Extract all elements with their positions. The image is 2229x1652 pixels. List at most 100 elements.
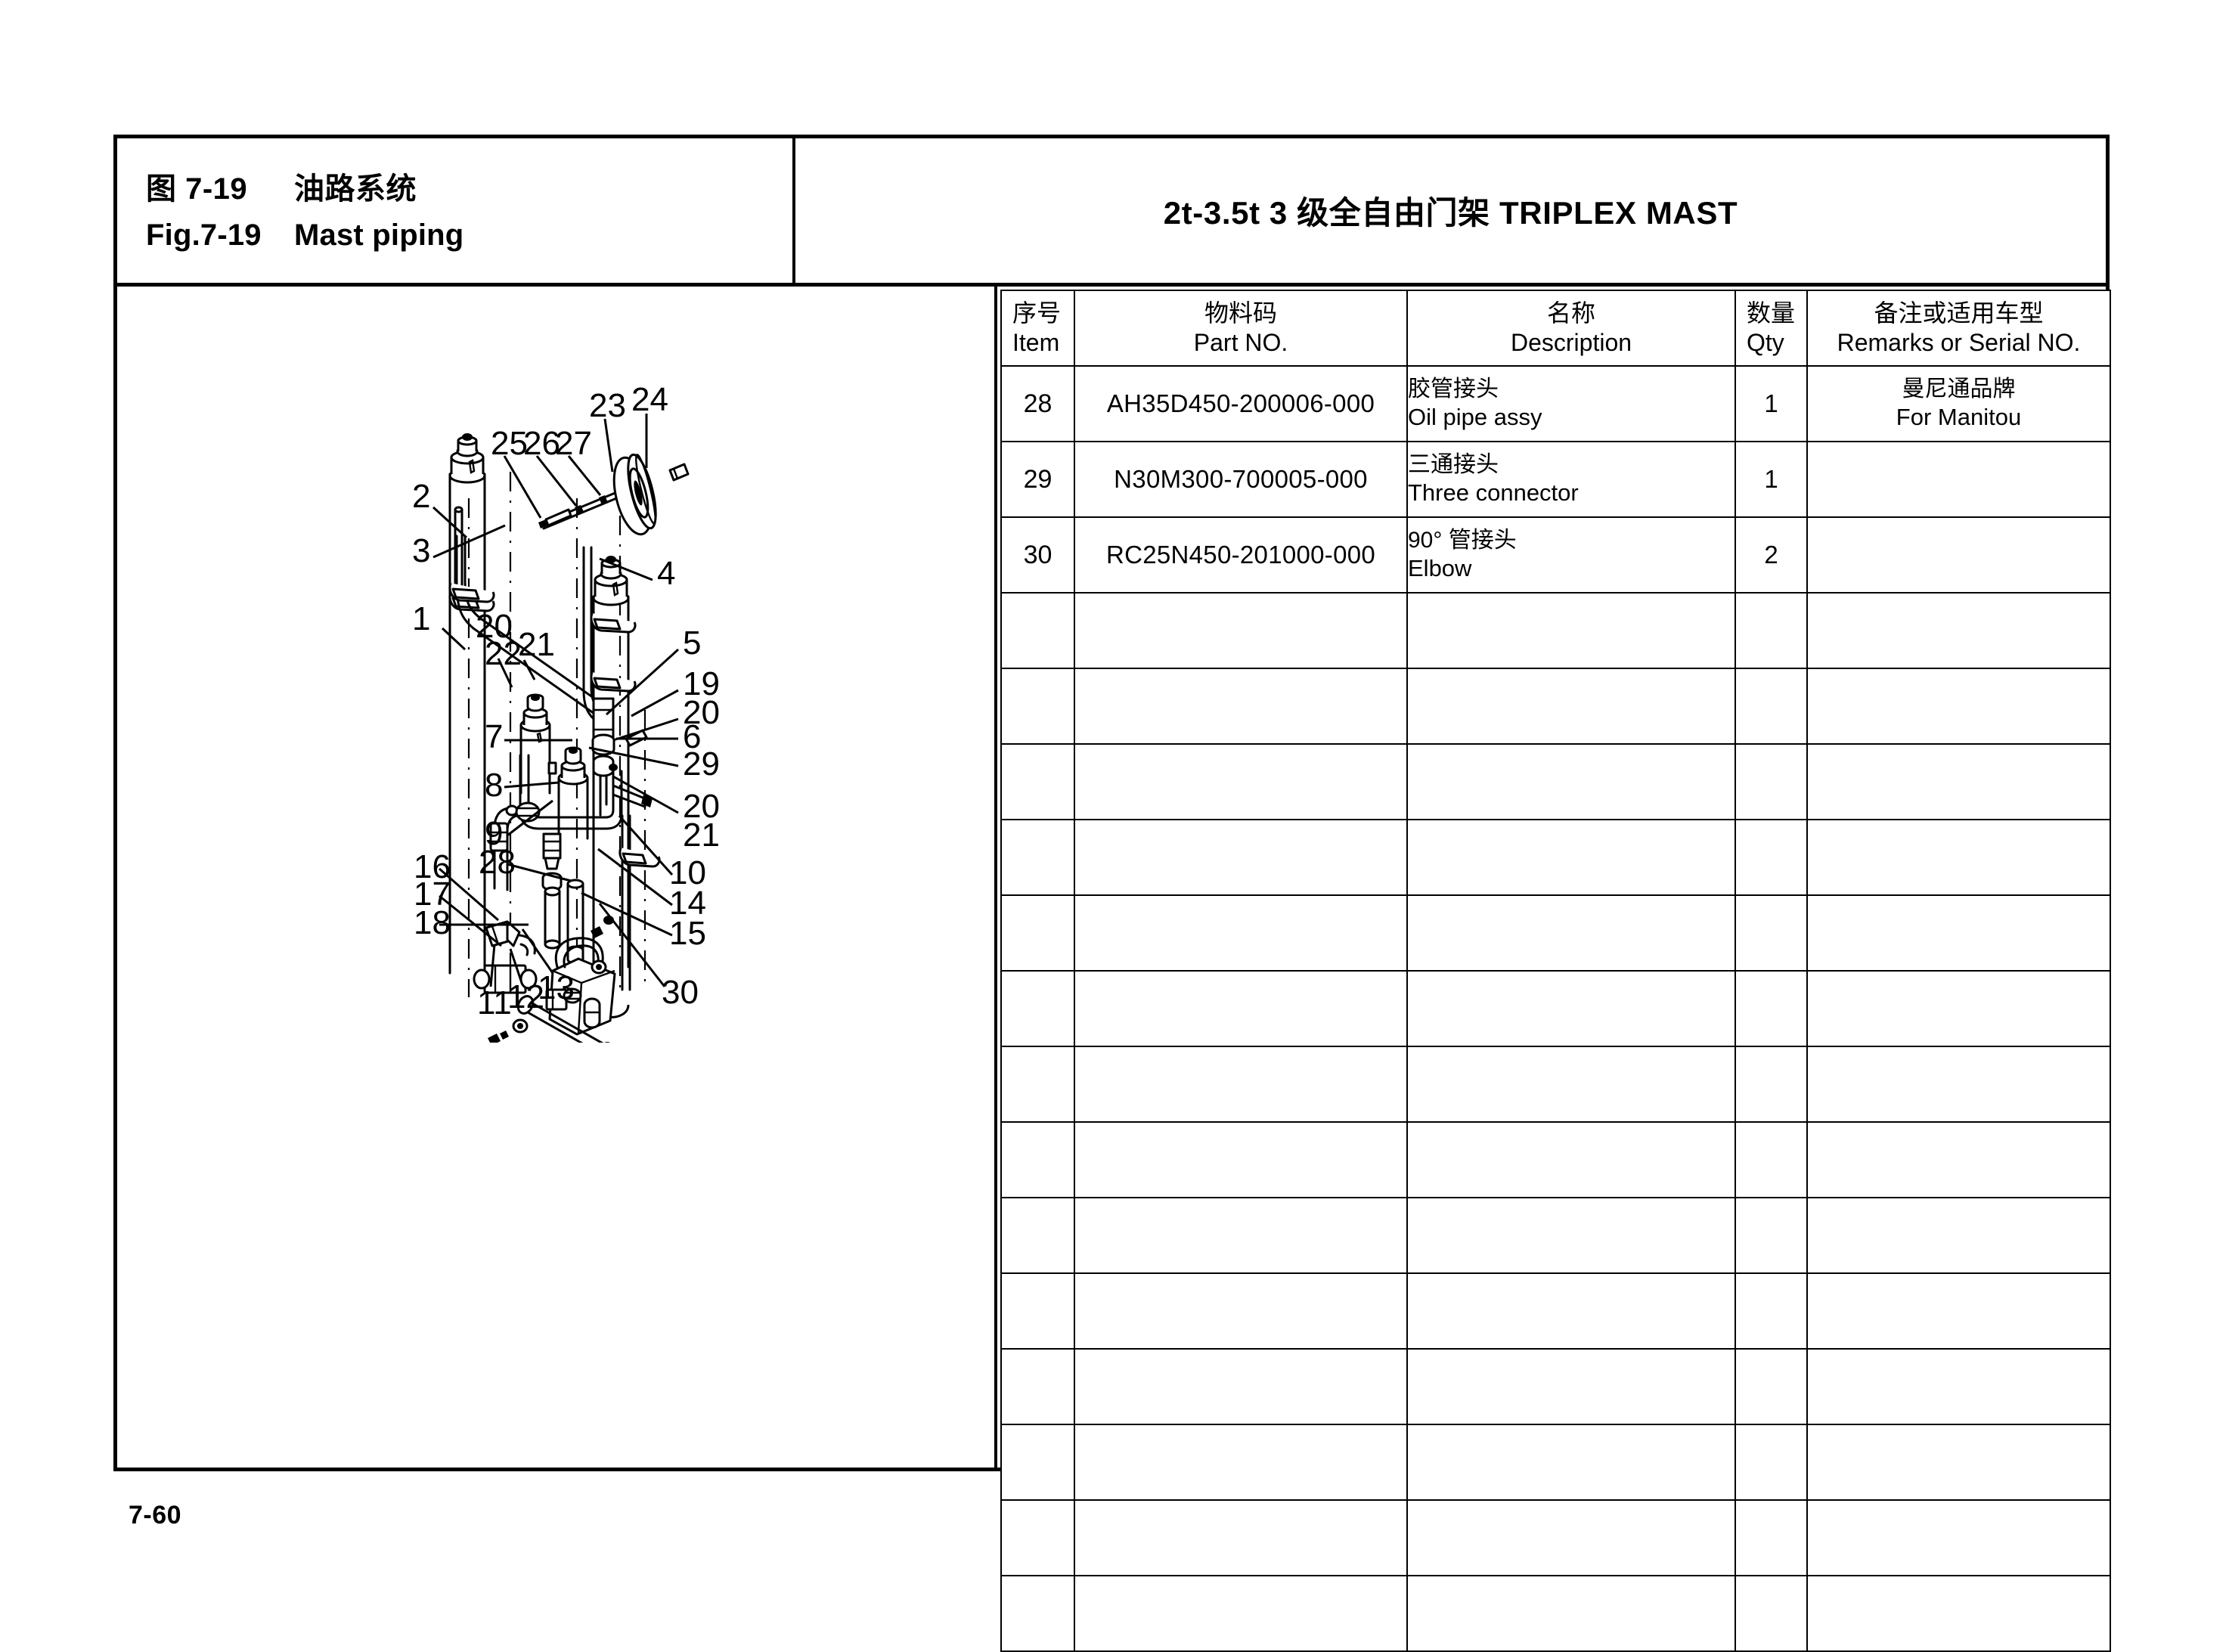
cell-remarks-empty [1806, 743, 2111, 820]
cell-qty: 1 [1735, 441, 1808, 518]
callout-15: 15 [669, 915, 706, 952]
callout-7: 7 [485, 718, 503, 755]
pulley-assembly [538, 453, 690, 536]
callout-20b: 20 [683, 788, 720, 825]
figure-title-cn: 油路系统 [294, 172, 417, 206]
callout-30: 30 [662, 974, 699, 1011]
column-header-part-no: 物料码 Part NO. [1074, 290, 1408, 367]
cell-qty-empty [1735, 1348, 1808, 1425]
callout-8: 8 [485, 767, 503, 804]
callout-26: 26 [523, 425, 560, 462]
cell-part-no-empty [1074, 1046, 1408, 1123]
cell-description-empty [1406, 1046, 1736, 1123]
callout-20: 20 [683, 694, 720, 731]
table-row-empty[interactable] [1000, 668, 2111, 745]
cell-remarks-empty [1806, 1499, 2111, 1576]
table-row-empty[interactable] [1000, 1424, 2111, 1501]
table-row-empty[interactable] [1000, 819, 2111, 896]
cell-part-no-empty [1074, 1121, 1408, 1198]
table-row-empty[interactable] [1000, 894, 2111, 972]
table-row-empty[interactable] [1000, 970, 2111, 1047]
cell-remarks-empty [1806, 970, 2111, 1047]
callout-3: 3 [412, 532, 430, 569]
table-row-empty[interactable] [1000, 1121, 2111, 1198]
content-band: 2 3 1 4 5 19 20 6 29 20 21 7 8 9 28 10 1 [117, 287, 2111, 1652]
callout-4: 4 [657, 555, 675, 592]
page-number: 7-60 [129, 1501, 182, 1530]
right-vertical-pipes [582, 546, 661, 991]
cell-remarks-cn: 曼尼通品牌 [1902, 376, 2016, 401]
cell-part-no-empty [1074, 819, 1408, 896]
table-row-empty[interactable] [1000, 743, 2111, 820]
cell-item-empty [1000, 668, 1075, 745]
cell-qty-empty [1735, 1197, 1808, 1274]
column-header-qty-cn: 数量 [1747, 299, 1796, 327]
callout-29: 29 [683, 745, 720, 783]
table-row-empty[interactable] [1000, 1499, 2111, 1576]
cell-item-empty [1000, 743, 1075, 820]
column-header-part-no-en: Part NO. [1193, 329, 1288, 356]
cell-qty-empty [1735, 1424, 1808, 1501]
cell-qty-empty [1735, 970, 1808, 1047]
cell-description-empty [1406, 1575, 1736, 1652]
cell-remarks-empty [1806, 1348, 2111, 1425]
cell-item-empty [1000, 970, 1075, 1047]
cell-remarks-empty [1806, 1197, 2111, 1274]
table-row-empty[interactable] [1000, 1046, 2111, 1123]
table-row-empty[interactable] [1000, 592, 2111, 669]
cell-remarks [1806, 441, 2111, 518]
callout-14: 14 [669, 885, 706, 922]
cell-qty-empty [1735, 1575, 1808, 1652]
callout-25: 25 [491, 425, 528, 462]
cell-description-en: Oil pipe assy [1408, 404, 1542, 431]
callout-numbers: 2 3 1 4 5 19 20 6 29 20 21 7 8 9 28 10 1 [412, 381, 720, 1021]
column-header-description-cn: 名称 [1546, 299, 1595, 327]
callout-16: 16 [414, 848, 451, 885]
cell-remarks-empty [1806, 819, 2111, 896]
cell-item: 30 [1000, 516, 1075, 594]
callout-12: 12 [507, 978, 544, 1015]
cell-qty: 1 [1735, 365, 1808, 442]
parts-table-body: 28 AH35D450-200006-000 胶管接头 Oil pipe ass… [1000, 365, 2111, 1652]
cell-remarks-empty [1806, 668, 2111, 745]
cell-description-en: Elbow [1408, 555, 1472, 582]
parts-table: 序号 Item 物料码 Part NO. 名称 Description 数量 [1000, 290, 2111, 1652]
table-row-empty[interactable] [1000, 1348, 2111, 1425]
mast-piping-drawing: 2 3 1 4 5 19 20 6 29 20 21 7 8 9 28 10 1 [412, 381, 720, 1043]
cell-remarks: 曼尼通品牌 For Manitou [1806, 365, 2111, 442]
cell-description-empty [1406, 1424, 1736, 1501]
table-row-empty[interactable] [1000, 1575, 2111, 1652]
table-row[interactable]: 30 RC25N450-201000-000 90° 管接头 Elbow 2 [1000, 516, 2111, 594]
cell-item-empty [1000, 894, 1075, 972]
cell-part-no-empty [1074, 1197, 1408, 1274]
table-row[interactable]: 29 N30M300-700005-000 三通接头 Three connect… [1000, 441, 2111, 518]
cell-item-empty [1000, 1121, 1075, 1198]
column-header-qty-en: Qty [1747, 329, 1784, 356]
cell-part-no-empty [1074, 1424, 1408, 1501]
table-row-empty[interactable] [1000, 1197, 2111, 1274]
cell-part-no-empty [1074, 1499, 1408, 1576]
column-header-qty: 数量 Qty [1735, 290, 1808, 367]
cell-part-no-empty [1074, 592, 1408, 669]
callout-1: 1 [412, 600, 430, 637]
mid-cylinder-upper [519, 693, 557, 795]
table-row[interactable]: 28 AH35D450-200006-000 胶管接头 Oil pipe ass… [1000, 365, 2111, 442]
header-title-cell: 2t-3.5t 3 级全自由门架 TRIPLEX MAST [795, 138, 2106, 283]
cell-description-cn: 胶管接头 [1408, 376, 1499, 401]
cell-description-empty [1406, 1499, 1736, 1576]
cell-part-no: N30M300-700005-000 [1074, 441, 1408, 518]
cell-description-empty [1406, 819, 1736, 896]
cell-qty-empty [1735, 819, 1808, 896]
callout-23: 23 [589, 387, 626, 424]
cell-qty-empty [1735, 668, 1808, 745]
parts-table-pane: 序号 Item 物料码 Part NO. 名称 Description 数量 [997, 287, 2111, 1652]
cell-remarks-empty [1806, 894, 2111, 972]
cell-description-empty [1406, 1348, 1736, 1425]
lower-valve-assembly [473, 916, 616, 1043]
callout-27: 27 [555, 425, 592, 462]
table-row-empty[interactable] [1000, 1272, 2111, 1350]
cell-part-no: RC25N450-201000-000 [1074, 516, 1408, 594]
cell-part-no-empty [1074, 743, 1408, 820]
title-band: 图 7-19 油路系统 Fig.7-19 Mast piping 2t-3.5t… [117, 138, 2106, 287]
figure-title-cn-row: 图 7-19 油路系统 [146, 164, 792, 208]
